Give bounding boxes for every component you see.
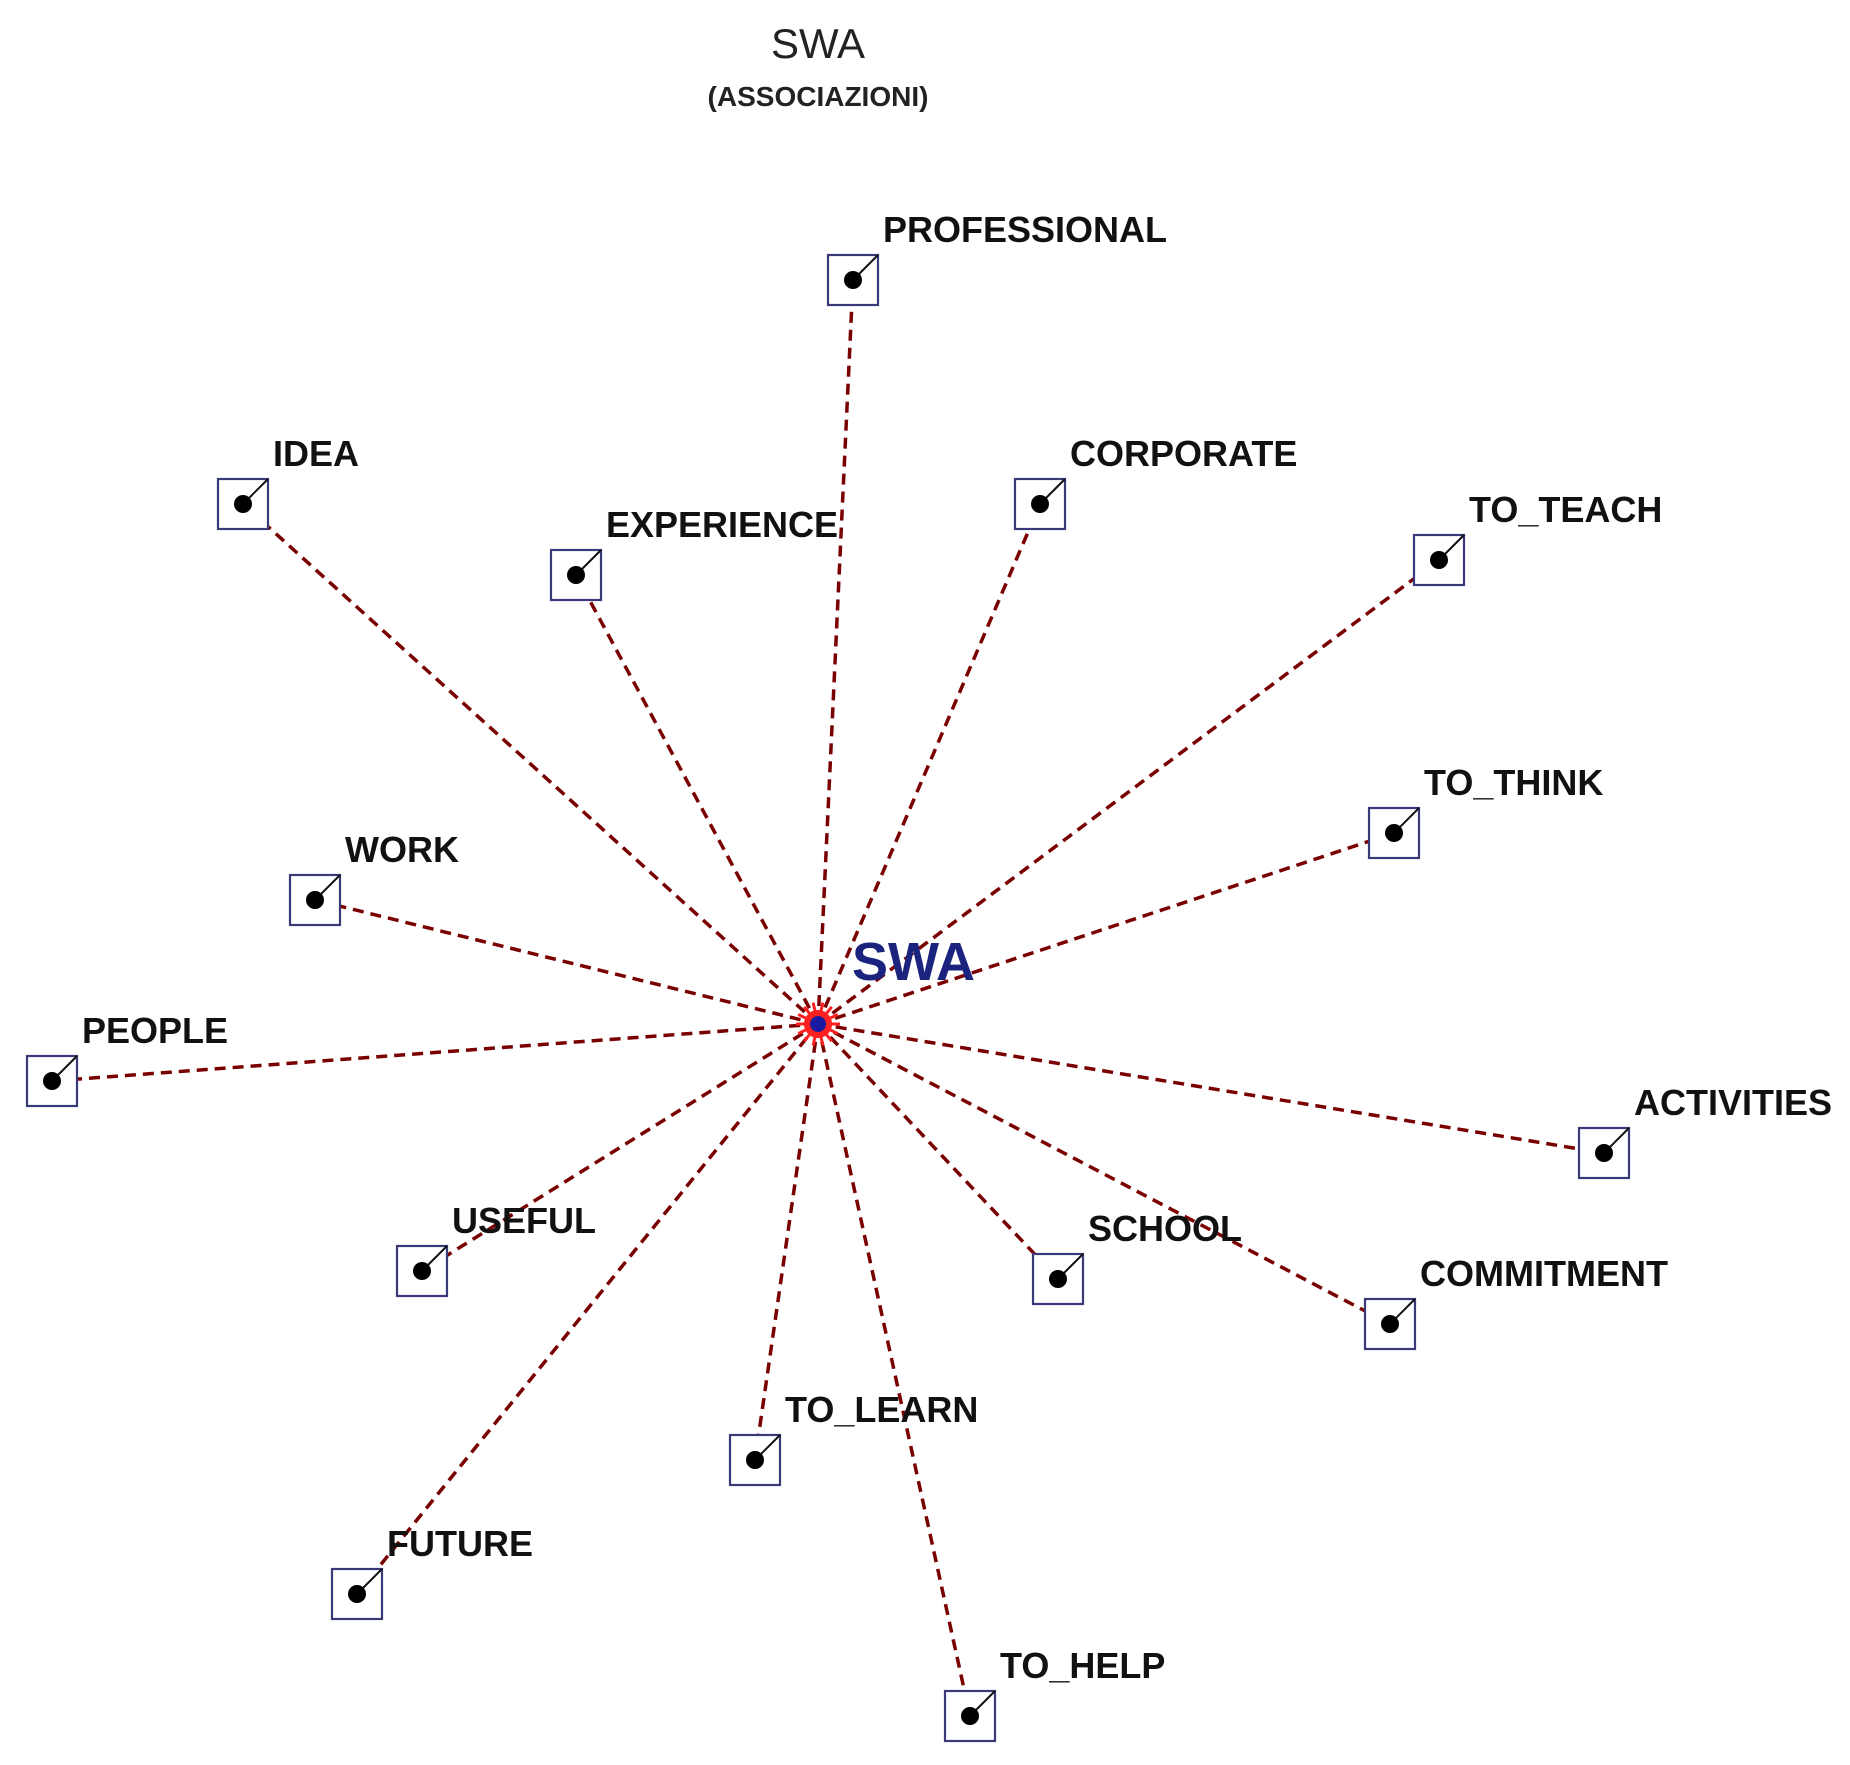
node-to-teach: TO_TEACH [1412, 489, 1662, 587]
diagram-subtitle: (ASSOCIAZIONI) [708, 81, 929, 112]
node-label: ACTIVITIES [1634, 1082, 1832, 1123]
node-dot [43, 1072, 61, 1090]
node-label: PROFESSIONAL [883, 209, 1167, 250]
node-dot [567, 566, 585, 584]
node-dot [1031, 495, 1049, 513]
edge-future [355, 1022, 820, 1596]
node-dot [306, 891, 324, 909]
node-dot [1381, 1315, 1399, 1333]
node-label: SCHOOL [1088, 1208, 1242, 1249]
node-label: COMMITMENT [1420, 1253, 1668, 1294]
edge-useful [421, 1022, 819, 1273]
nodes-group: PROFESSIONAL IDEA EXPERIENCE CORPORATE TO_TE… [25, 209, 1832, 1743]
edge-work [314, 898, 819, 1026]
node-label: USEFUL [452, 1200, 596, 1241]
node-dot [844, 271, 862, 289]
node-label: TO_HELP [1000, 1645, 1165, 1686]
node-people: PEOPLE [25, 1010, 228, 1108]
node-useful: USEFUL [395, 1200, 596, 1298]
node-dot [746, 1451, 764, 1469]
center-label: SWA [852, 932, 975, 992]
node-dot [348, 1585, 366, 1603]
node-dot [413, 1262, 431, 1280]
node-corporate: CORPORATE [1013, 433, 1297, 531]
edge-school [816, 1022, 1060, 1281]
edge-commitment [817, 1022, 1391, 1326]
node-activities: ACTIVITIES [1577, 1082, 1832, 1180]
node-label: IDEA [273, 433, 359, 474]
node-to-think: TO_THINK [1367, 762, 1603, 860]
diagram-title: SWA [771, 20, 865, 67]
edge-professional [816, 279, 855, 1025]
node-school: SCHOOL [1031, 1208, 1242, 1306]
node-dot [234, 495, 252, 513]
node-commitment: COMMITMENT [1363, 1253, 1668, 1351]
node-dot [1385, 824, 1403, 842]
node-label: CORPORATE [1070, 433, 1297, 474]
edge-to-think [817, 831, 1395, 1026]
edge-idea [241, 502, 820, 1026]
node-dot [1430, 551, 1448, 569]
node-label: EXPERIENCE [606, 504, 838, 545]
center-dot [810, 1016, 826, 1032]
node-label: TO_TEACH [1469, 489, 1662, 530]
edge-experience [574, 574, 820, 1025]
center-node: SWA [796, 932, 975, 1046]
node-box [1031, 1252, 1085, 1306]
edge-to-teach [816, 558, 1441, 1026]
edge-to-help [816, 1023, 972, 1717]
node-experience: EXPERIENCE [549, 504, 838, 602]
node-dot [1595, 1144, 1613, 1162]
edge-people [51, 1022, 819, 1083]
node-label: TO_LEARN [785, 1389, 978, 1430]
edge-activities [817, 1022, 1605, 1155]
edge-corporate [816, 503, 1042, 1025]
node-idea: IDEA [216, 433, 359, 531]
node-dot [1049, 1270, 1067, 1288]
node-dot [961, 1707, 979, 1725]
edges-group [51, 279, 1605, 1717]
node-future: FUTURE [330, 1523, 533, 1621]
node-label: WORK [345, 829, 459, 870]
node-label: PEOPLE [82, 1010, 228, 1051]
node-to-help: TO_HELP [943, 1645, 1165, 1743]
edge-to-learn [753, 1023, 820, 1461]
node-professional: PROFESSIONAL [826, 209, 1167, 307]
node-label: TO_THINK [1424, 762, 1603, 803]
node-to-learn: TO_LEARN [728, 1389, 978, 1487]
node-label: FUTURE [387, 1523, 533, 1564]
node-work: WORK [288, 829, 459, 927]
